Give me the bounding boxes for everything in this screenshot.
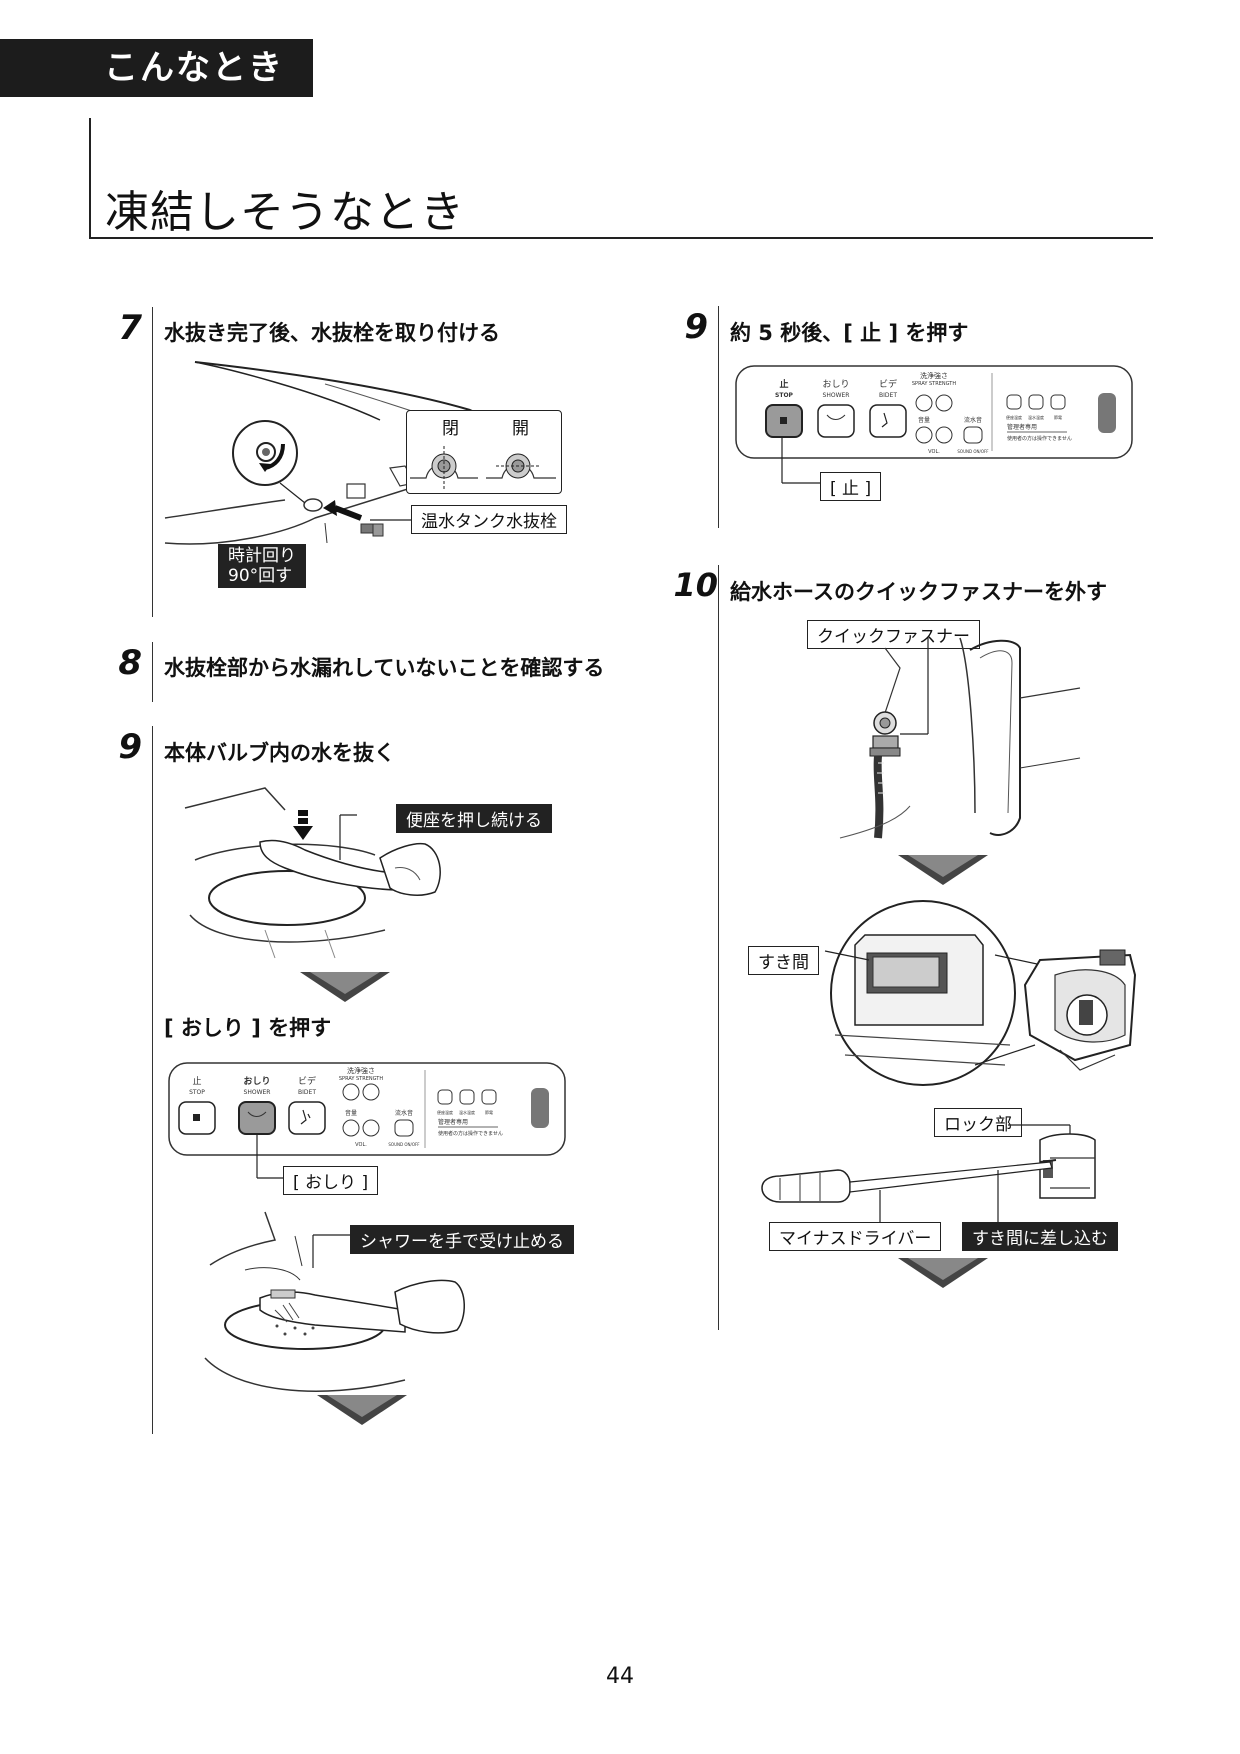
panel-shower-jp: おしり bbox=[243, 1076, 270, 1087]
label-insert-gap: すき間に差し込む bbox=[962, 1222, 1118, 1251]
step-7-number: 7 bbox=[118, 308, 142, 348]
panel-btn-b: 温水温度 bbox=[459, 1109, 475, 1115]
panel-sound-jp: 流水音 bbox=[395, 1109, 413, 1117]
panel-btn-a: 便座温度 bbox=[437, 1109, 453, 1115]
label-screwdriver: マイナスドライバー bbox=[769, 1222, 942, 1251]
panel-sound-en: SOUND ON/OFF bbox=[388, 1142, 420, 1147]
panel-strength-jp: 洗浄強さ bbox=[347, 1066, 375, 1075]
quick-fastener-illustration bbox=[839, 637, 1081, 839]
remote-panel-stop bbox=[735, 365, 1133, 459]
step-9-rule bbox=[152, 726, 153, 1434]
step-9-text: 本体バルブ内の水を抜く bbox=[164, 741, 395, 765]
catch-water-illustration bbox=[204, 1211, 465, 1392]
panel2-btn-b: 温水温度 bbox=[1028, 414, 1044, 420]
panel2-shower-jp: おしり bbox=[822, 379, 849, 390]
sub-step-text: [ おしり ] を押す bbox=[164, 1016, 332, 1040]
label-clockwise-line2: 90°回す bbox=[228, 566, 293, 586]
valve-inset-drawings bbox=[410, 446, 556, 490]
step-9b-number: 9 bbox=[684, 307, 708, 347]
label-lock-part: ロック部 bbox=[934, 1108, 1022, 1137]
next-arrow-4 bbox=[898, 1258, 988, 1288]
label-tank-plug-leader bbox=[370, 519, 412, 521]
label-quick-fastener: クイックファスナー bbox=[807, 620, 980, 649]
next-arrow-3 bbox=[898, 855, 988, 885]
step-10-text: 給水ホースのクイックファスナーを外す bbox=[730, 580, 1107, 604]
label-tank-plug: 温水タンク水抜栓 bbox=[411, 505, 567, 534]
label-clockwise-line1: 時計回り bbox=[228, 546, 296, 566]
section-tab: こんなときは bbox=[0, 39, 313, 146]
gap-detail-illustration bbox=[824, 900, 1137, 1086]
panel-admin-note: 使用者の方は操作できません bbox=[438, 1130, 503, 1137]
step-10-number: 10 bbox=[673, 566, 718, 604]
step-9b-text: 約 5 秒後、[ 止 ] を押す bbox=[730, 321, 969, 345]
panel2-sound-jp: 流水音 bbox=[964, 416, 982, 424]
panel2-btn-a: 便座温度 bbox=[1006, 414, 1022, 420]
panel2-volume-en: VOL. bbox=[928, 449, 940, 455]
panel-bidet-en: BIDET bbox=[298, 1089, 316, 1096]
valve-inset-box bbox=[406, 410, 562, 494]
step-9-number: 9 bbox=[118, 727, 142, 767]
panel-admin: 管理者専用 bbox=[438, 1118, 468, 1126]
panel2-stop-jp: 止 bbox=[779, 378, 788, 390]
panel-btn-c: 節電 bbox=[485, 1109, 493, 1115]
title-underline bbox=[89, 237, 1153, 239]
lock-screwdriver-illustration bbox=[761, 1124, 1096, 1228]
panel2-sound-en: SOUND ON/OFF bbox=[957, 449, 989, 454]
label-gap: すき間 bbox=[748, 946, 819, 975]
panel-volume-en: VOL. bbox=[355, 1142, 367, 1148]
panel-volume-jp: 音量 bbox=[345, 1109, 357, 1117]
page-number: 44 bbox=[606, 1664, 634, 1689]
next-arrow-1 bbox=[300, 972, 390, 1002]
step-8-rule bbox=[152, 642, 153, 702]
panel2-stop-en: STOP bbox=[775, 392, 794, 399]
label-clockwise: 時計回り 90°回す bbox=[218, 544, 306, 588]
step-8-number: 8 bbox=[118, 643, 142, 683]
page-title: 凍結しそうなとき bbox=[105, 187, 465, 238]
remote-panel-shower bbox=[168, 1062, 566, 1156]
label-closed: 閉 bbox=[442, 419, 459, 439]
panel2-strength-en: SPRAY STRENGTH bbox=[912, 381, 956, 387]
label-shower-button: [ おしり ] bbox=[283, 1166, 379, 1195]
remote-panel-stop-text: 止 STOP おしり SHOWER ビデ BIDET 洗浄強さ SPRAY ST… bbox=[775, 371, 1072, 455]
label-open: 開 bbox=[512, 419, 529, 439]
panel2-bidet-jp: ビデ bbox=[879, 378, 897, 390]
step-7-rule bbox=[152, 307, 153, 617]
panel-bidet-jp: ビデ bbox=[298, 1075, 316, 1087]
panel-shower-en: SHOWER bbox=[244, 1089, 271, 1096]
title-bar-rule bbox=[89, 118, 91, 238]
step-7-text: 水抜き完了後、水抜栓を取り付ける bbox=[164, 321, 500, 345]
press-seat-illustration bbox=[184, 787, 441, 959]
panel2-shower-en: SHOWER bbox=[823, 392, 850, 399]
panel-stop-jp: 止 bbox=[192, 1075, 201, 1087]
panel2-btn-c: 節電 bbox=[1054, 414, 1062, 420]
next-arrow-2 bbox=[317, 1395, 407, 1425]
panel-strength-en: SPRAY STRENGTH bbox=[339, 1076, 383, 1082]
panel2-admin: 管理者専用 bbox=[1007, 423, 1037, 431]
panel-stop-en: STOP bbox=[189, 1089, 205, 1096]
panel2-bidet-en: BIDET bbox=[879, 392, 897, 399]
panel2-volume-jp: 音量 bbox=[918, 416, 930, 424]
label-stop-button: [ 止 ] bbox=[820, 472, 882, 501]
remote-panel-shower-text: 止 STOP おしり SHOWER ビデ BIDET 洗浄強さ SPRAY ST… bbox=[189, 1066, 503, 1148]
label-catch-shower: シャワーを手で受け止める bbox=[350, 1225, 574, 1254]
step-10-rule bbox=[718, 565, 719, 1330]
step-9b-rule bbox=[718, 306, 719, 528]
panel2-admin-note: 使用者の方は操作できません bbox=[1007, 435, 1072, 442]
stop-button-leader bbox=[781, 437, 820, 484]
step-8-text: 水抜栓部から水漏れしていないことを確認する bbox=[164, 656, 605, 680]
label-press-seat: 便座を押し続ける bbox=[396, 804, 552, 833]
panel2-strength-jp: 洗浄強さ bbox=[920, 371, 948, 380]
